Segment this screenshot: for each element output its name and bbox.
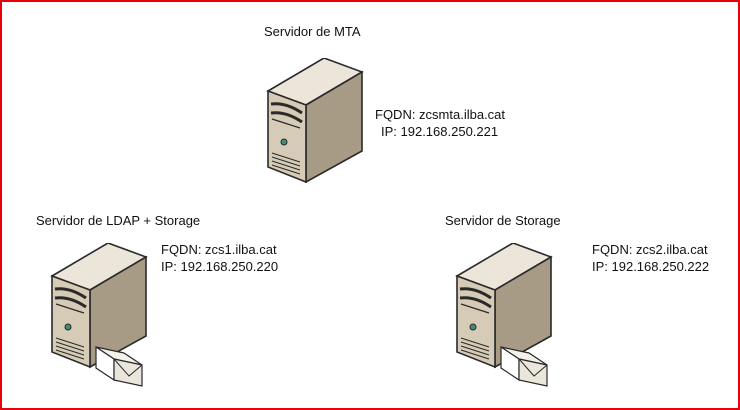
- storage-server-fqdn: FQDN: zcs2.ilba.cat: [592, 242, 708, 257]
- mta-server-title: Servidor de MTA: [264, 24, 361, 39]
- storage-server-title: Servidor de Storage: [445, 213, 561, 228]
- ldap-server-info: FQDN: zcs1.ilba.cat IP: 192.168.250.220: [161, 241, 278, 275]
- envelope-icon: [500, 345, 548, 387]
- envelope-icon: [95, 345, 143, 387]
- mta-server-info: FQDN: zcsmta.ilba.cat IP: 192.168.250.22…: [375, 106, 505, 140]
- mta-server-ip: IP: 192.168.250.221: [381, 124, 499, 139]
- ldap-server-ip: IP: 192.168.250.220: [161, 259, 279, 274]
- ldap-server-icon: [50, 243, 150, 387]
- storage-server-icon: [455, 243, 555, 387]
- mta-server-icon: [266, 58, 366, 183]
- mta-server-fqdn: FQDN: zcsmta.ilba.cat: [375, 107, 506, 122]
- ldap-server-title: Servidor de LDAP + Storage: [36, 213, 201, 228]
- storage-server-info: FQDN: zcs2.ilba.cat IP: 192.168.250.222: [592, 241, 709, 275]
- storage-server-ip: IP: 192.168.250.222: [592, 259, 710, 274]
- ldap-server-fqdn: FQDN: zcs1.ilba.cat: [161, 242, 277, 257]
